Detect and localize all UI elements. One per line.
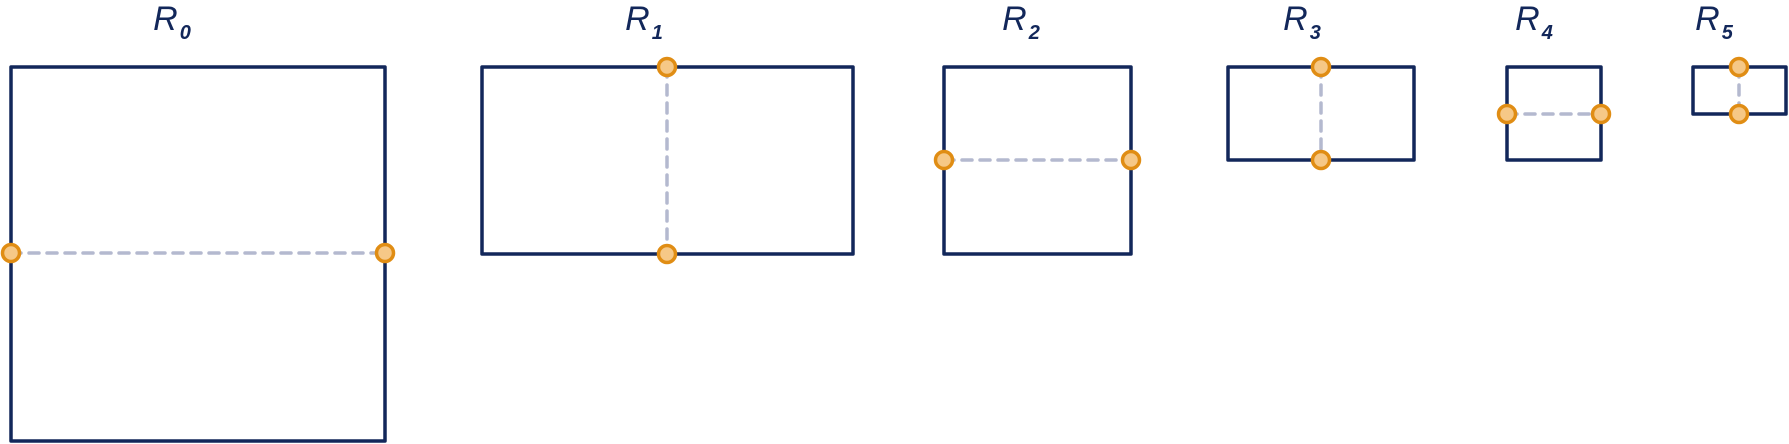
panel-r1-marker-bottom [656,243,678,265]
panel-r5-label-main: R [1695,0,1720,38]
panel-r0-label-subscript: 0 [180,22,191,44]
panel-r5-marker-bottom [1728,103,1750,125]
panel-r0-marker-left [0,242,22,264]
panel-r3-marker-bottom [1310,149,1332,171]
panel-r5-marker-top [1728,56,1750,78]
panel-r4-label-subscript: 4 [1541,22,1553,44]
panel-r3-label-main: R [1283,0,1308,38]
panel-r4-label-main: R [1515,0,1540,38]
panel-r5-label-subscript: 5 [1722,22,1734,44]
panel-r2-marker-left [933,149,955,171]
panel-r0-marker-right [374,242,396,264]
panel-r2-marker-right [1120,149,1142,171]
panel-r4-marker-right [1590,103,1612,125]
panel-r4-marker-left [1496,103,1518,125]
panel-r3-marker-top [1310,56,1332,78]
panel-r3-label-subscript: 3 [1310,22,1321,44]
panel-r1-label-subscript: 1 [652,22,663,44]
panel-r1-marker-top [656,56,678,78]
panel-r0-label-main: R [153,0,178,38]
panel-r2-label-subscript: 2 [1028,22,1040,44]
panel-r1-label-main: R [625,0,650,38]
panel-r2-label-main: R [1002,0,1027,38]
